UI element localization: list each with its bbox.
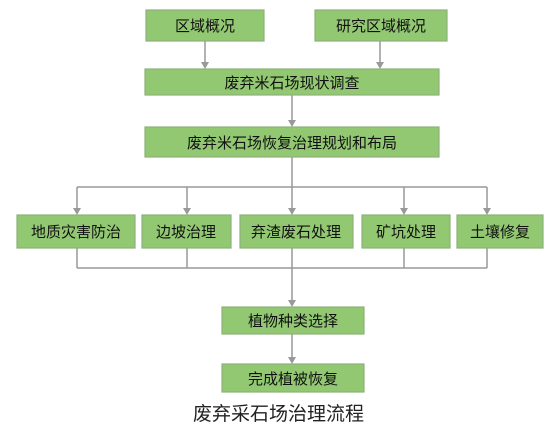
arrowhead-planning	[288, 120, 296, 127]
node-soil-label: 土壤修复	[470, 223, 530, 241]
node-plant-select: 植物种类选择	[221, 306, 365, 335]
node-planning: 废弃米石场恢复治理规划和布局	[144, 126, 440, 158]
arrowhead-soil	[483, 208, 491, 215]
diagram-caption: 废弃采石场治理流程	[192, 403, 364, 425]
flowchart: 区域概况 研究区域概况 废弃米石场现状调查 废弃米石场恢复治理规划和布局 地质灾…	[16, 9, 544, 393]
node-study-overview-label: 研究区域概况	[336, 17, 426, 35]
arrowhead-vegetation	[288, 357, 296, 364]
node-planning-label: 废弃米石场恢复治理规划和布局	[187, 134, 397, 152]
arrowhead-plant-select	[288, 300, 296, 307]
arrowhead-waste	[288, 208, 296, 215]
arrowhead-survey-left	[201, 62, 209, 69]
node-pit-label: 矿坑处理	[376, 223, 436, 241]
node-geohazard-label: 地质灾害防治	[31, 223, 121, 241]
node-overview: 区域概况	[145, 9, 265, 42]
node-pit: 矿坑处理	[361, 214, 451, 249]
arrowhead-survey-right	[376, 62, 384, 69]
node-soil: 土壤修复	[456, 214, 544, 249]
arrowheads	[73, 62, 491, 364]
node-survey-label: 废弃米石场现状调查	[224, 74, 359, 92]
node-waste: 弃渣废石处理	[239, 214, 354, 249]
node-waste-label: 弃渣废石处理	[251, 223, 341, 241]
arrowhead-pit	[400, 208, 408, 215]
node-plant-select-label: 植物种类选择	[248, 312, 338, 330]
arrowhead-slope	[183, 208, 191, 215]
node-overview-label: 区域概况	[175, 17, 235, 35]
node-study-overview: 研究区域概况	[314, 9, 448, 42]
node-slope: 边坡治理	[141, 214, 232, 249]
arrowhead-geohazard	[73, 208, 81, 215]
node-vegetation: 完成植被恢复	[221, 363, 365, 393]
node-geohazard: 地质灾害防治	[16, 214, 136, 249]
node-slope-label: 边坡治理	[156, 223, 216, 241]
connectors	[76, 41, 488, 358]
node-vegetation-label: 完成植被恢复	[248, 370, 338, 388]
node-survey: 废弃米石场现状调查	[144, 68, 440, 96]
